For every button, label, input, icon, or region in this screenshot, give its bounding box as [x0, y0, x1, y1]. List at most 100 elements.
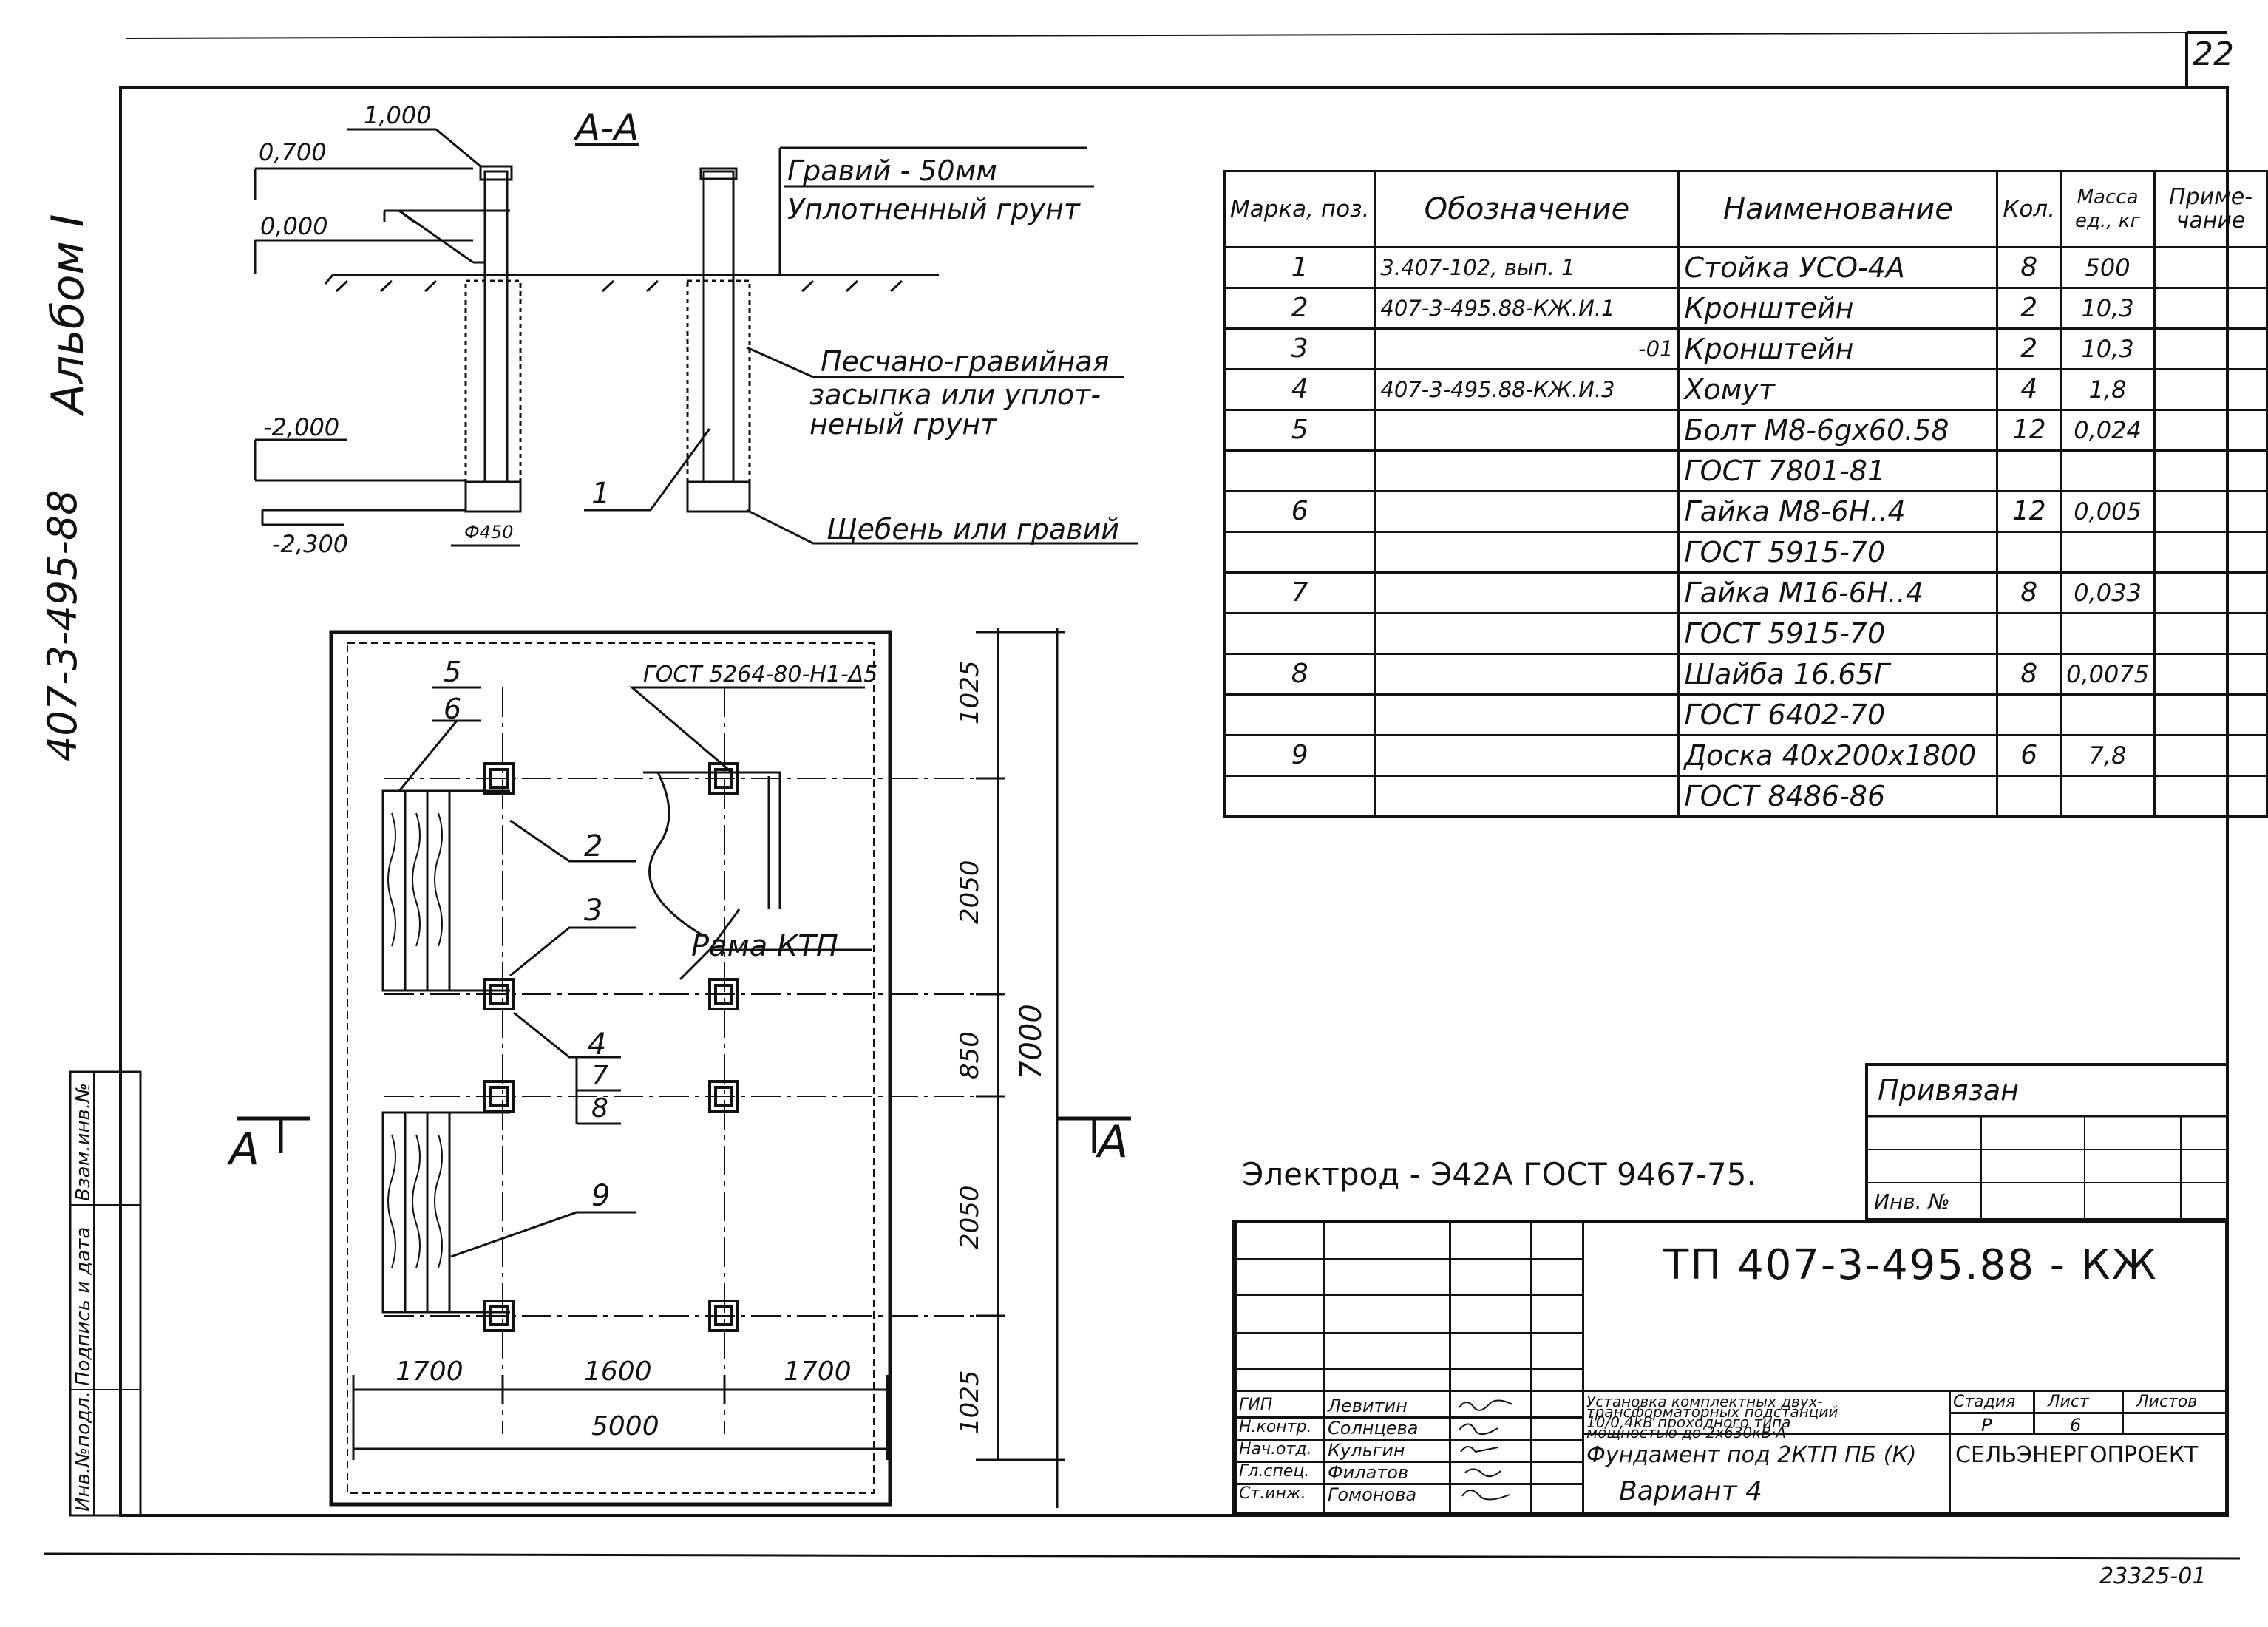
note-compacted: Уплотненный грунт: [787, 193, 1080, 225]
spec-header-row: Марка, поз. Обозначение Наименование Кол…: [1223, 170, 2268, 248]
row-note: [2153, 368, 2268, 411]
table-row: ГОСТ 8486-86: [1223, 775, 2268, 818]
row-mass: [2060, 693, 2156, 736]
row-mass: [2060, 775, 2156, 818]
header-mark: Марка, поз.: [1223, 170, 1376, 248]
row-mass: 10,3: [2060, 327, 2156, 370]
row-mark: 7: [1223, 571, 1376, 614]
row-name: Гайка М8-6Н..4: [1677, 490, 1999, 533]
row-mark: [1223, 449, 1376, 492]
role-glspec: Гл.спец.: [1239, 1462, 1310, 1481]
dim-v-total: 7000: [1014, 1004, 1048, 1079]
name-gip: Левитин: [1328, 1396, 1408, 1416]
row-qty: [1996, 449, 2062, 492]
header-note: Приме- чание: [2153, 170, 2268, 248]
row-qty: 4: [1996, 368, 2062, 411]
callout-6: 6: [444, 693, 462, 725]
section-aa-drawing: [254, 128, 1138, 547]
archive-number: 23325-01: [2099, 1563, 2207, 1589]
row-mark: 3: [1223, 327, 1376, 370]
project-code-side: 407-3-495-88: [39, 489, 86, 761]
row-note: [2153, 490, 2268, 533]
side-stamp-frame: [69, 1070, 142, 1517]
row-mass: 10,3: [2060, 287, 2156, 330]
title-block: ТП 407-3-495.88 - КЖ Установка комплектн…: [1232, 1220, 2228, 1515]
row-name: Кронштейн: [1677, 287, 1999, 330]
electrode-note: Электрод - Э42А ГОСТ 9467-75.: [1242, 1156, 1756, 1192]
row-name: Хомут: [1677, 368, 1999, 411]
dim-h-2: 1600: [584, 1356, 652, 1387]
row-name: Шайба 16.65Г: [1677, 653, 1999, 696]
project-title-1: Установка комплектных двух-: [1586, 1393, 1823, 1410]
row-qty: 8: [1996, 571, 2062, 614]
signatures: [1459, 1399, 1513, 1501]
album-label: Альбом I: [42, 214, 94, 415]
row-designation: [1374, 449, 1680, 492]
row-mark: 4: [1223, 368, 1376, 411]
pile-diameter: Ф450: [464, 522, 514, 543]
dim-v-2: 2050: [955, 860, 985, 924]
side-stamp-inv: Инв.№подл.: [72, 1391, 95, 1512]
row-note: [2153, 612, 2268, 655]
role-stinzh: Ст.инж.: [1239, 1484, 1306, 1503]
attached-inv: Инв. №: [1874, 1189, 1950, 1214]
row-name: ГОСТ 8486-86: [1677, 775, 1999, 818]
row-mass: [2060, 449, 2156, 492]
section-leader-1: 1: [591, 477, 611, 511]
top-edge-line: [125, 32, 2187, 39]
row-note: [2153, 693, 2268, 736]
row-qty: [1996, 775, 2062, 818]
row-mark: 6: [1223, 490, 1376, 533]
stage-label: Стадия: [1953, 1393, 2016, 1411]
table-row: ГОСТ 7801-81: [1223, 449, 2268, 492]
callout-9: 9: [591, 1179, 611, 1213]
row-mass: [2060, 612, 2156, 655]
row-name: ГОСТ 5915-70: [1677, 612, 1999, 655]
section-mark-left: А: [229, 1124, 260, 1175]
row-name: ГОСТ 5915-70: [1677, 531, 1999, 574]
row-note: [2153, 571, 2268, 614]
row-designation: -01: [1374, 327, 1680, 370]
row-designation: 407-3-495.88-КЖ.И.3: [1374, 368, 1680, 411]
dim-v-3: 850: [955, 1031, 985, 1079]
dim-h-1: 1700: [395, 1356, 464, 1387]
attached-box: [1865, 1063, 2229, 1221]
sheet-value: 6: [2070, 1415, 2082, 1436]
row-designation: [1374, 653, 1680, 696]
role-gip: ГИП: [1239, 1396, 1273, 1414]
name-nachotd: Кульгин: [1328, 1440, 1405, 1461]
row-name: Гайка М16-6Н..4: [1677, 571, 1999, 614]
row-designation: [1374, 734, 1680, 777]
dim-v-4: 2050: [955, 1185, 985, 1249]
dim-h-total: 5000: [591, 1411, 659, 1441]
level-1: 0,700: [259, 138, 327, 166]
note-gravel: Гравий - 50мм: [787, 154, 997, 187]
sheet-label: Лист: [2048, 1393, 2089, 1411]
row-designation: [1374, 612, 1680, 655]
row-mass: 500: [2060, 246, 2156, 289]
row-designation: [1374, 531, 1680, 574]
header-qty: Кол.: [1996, 170, 2062, 248]
row-note: [2153, 327, 2268, 370]
stage-value: Р: [1981, 1415, 1992, 1436]
row-designation: [1374, 490, 1680, 533]
row-name: Болт М8-6gx60.58: [1677, 409, 1999, 452]
dim-v-5: 1025: [955, 1370, 985, 1434]
project-title-2: трансформаторных подстанций: [1586, 1403, 1838, 1421]
level-3: -2,000: [263, 413, 340, 441]
row-qty: 12: [1996, 409, 2062, 452]
row-mark: [1223, 693, 1376, 736]
row-note: [2153, 409, 2268, 452]
row-name: Кронштейн: [1677, 327, 1999, 370]
name-glspec: Филатов: [1328, 1462, 1409, 1483]
role-nkontr: Н.контр.: [1239, 1418, 1312, 1436]
row-designation: 407-3-495.88-КЖ.И.1: [1374, 287, 1680, 330]
name-stinzh: Гомонова: [1328, 1484, 1417, 1505]
dim-v-1: 1025: [955, 660, 985, 724]
header-mass: Масса ед., кг: [2060, 170, 2156, 248]
